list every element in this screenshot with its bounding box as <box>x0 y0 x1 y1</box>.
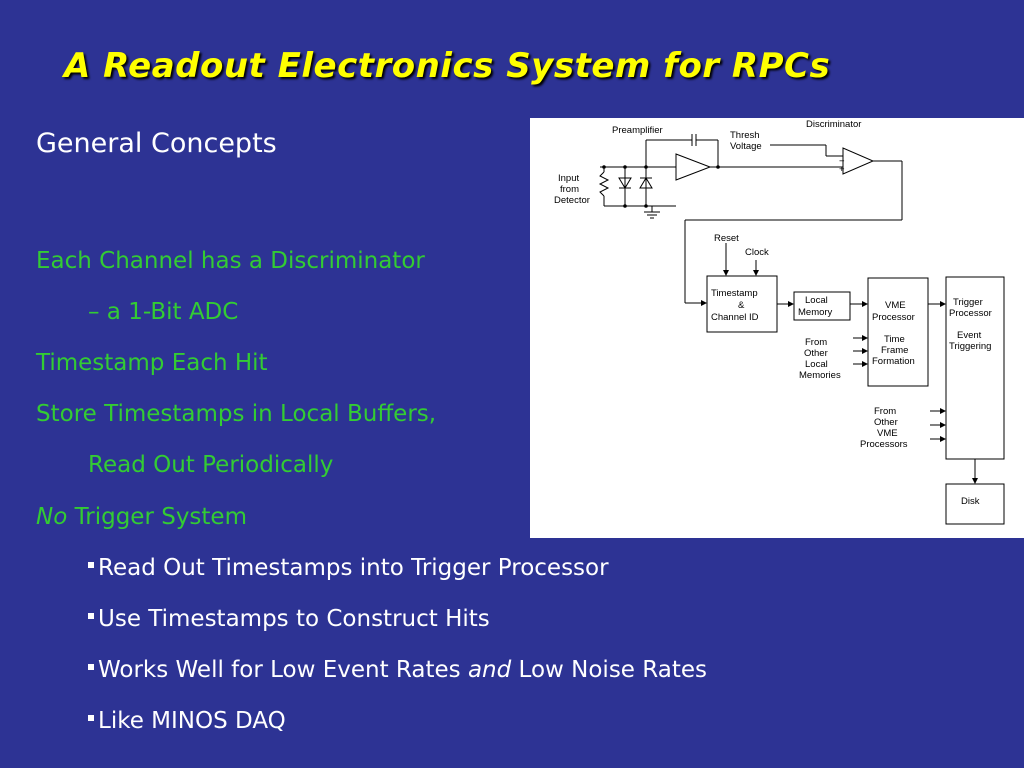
bullet-item-4: Like MINOS DAQ <box>88 708 286 734</box>
label-trigger-processor: Processor <box>949 308 992 319</box>
bullet-item-2: Use Timestamps to Construct Hits <box>88 606 490 632</box>
label-vme-2: VME <box>877 428 898 439</box>
plus-sign: + <box>839 164 845 175</box>
emphasis-no: No <box>36 504 68 530</box>
label-vme: VME <box>885 300 906 311</box>
concept-line-5: Read Out Periodically <box>88 452 334 478</box>
label-input: Input <box>558 173 579 184</box>
slide-subtitle: General Concepts <box>36 128 277 159</box>
bullet-item-3: Works Well for Low Event Rates and Low N… <box>88 657 707 683</box>
bullet-item-1: Read Out Timestamps into Trigger Process… <box>88 555 609 581</box>
bullet-icon <box>88 612 94 619</box>
bullet-icon <box>88 714 94 721</box>
label-reset: Reset <box>714 233 739 244</box>
concept-line-6: No Trigger System <box>36 504 247 530</box>
bullet-icon <box>88 663 94 670</box>
slide-title: A Readout Electronics System for RPCs <box>64 46 831 86</box>
label-time: Time <box>884 334 905 345</box>
label-from: from <box>560 184 579 195</box>
bullet-emphasis: and <box>467 657 512 683</box>
bullet-text: Use Timestamps to Construct Hits <box>98 606 490 632</box>
label-other-vme: Other <box>874 417 898 428</box>
bullet-text: Read Out Timestamps into Trigger Process… <box>98 555 609 581</box>
label-trigger: Trigger <box>953 297 983 308</box>
label-triggering: Triggering <box>949 341 991 352</box>
label-discriminator: Discriminator <box>806 119 861 130</box>
bullet-text: Works Well for Low Event Rates <box>98 657 468 683</box>
label-timestamp: Timestamp <box>711 288 758 299</box>
label-processors: Processors <box>860 439 908 450</box>
minus-sign: − <box>839 156 845 167</box>
concept-line-2: – a 1-Bit ADC <box>88 299 239 325</box>
concept-line-6-rest: Trigger System <box>67 504 247 530</box>
label-event: Event <box>957 330 982 341</box>
label-local: Local <box>805 295 828 306</box>
concept-line-1: Each Channel has a Discriminator <box>36 248 425 274</box>
label-disk: Disk <box>961 496 980 507</box>
label-frame: Frame <box>881 345 908 356</box>
concept-line-3: Timestamp Each Hit <box>36 350 268 376</box>
label-channel-id: Channel ID <box>711 312 759 323</box>
label-thresh: Thresh <box>730 130 760 141</box>
label-formation: Formation <box>872 356 915 367</box>
label-voltage: Voltage <box>730 141 762 152</box>
label-clock: Clock <box>745 247 769 258</box>
diagram-svg: − + Preamplifier Thresh Voltage Discrimi… <box>554 119 1005 525</box>
bullet-text-end: Low Noise Rates <box>511 657 707 683</box>
bullet-text: Like MINOS DAQ <box>98 708 286 734</box>
label-memory: Memory <box>798 307 833 318</box>
label-other-local: Other <box>804 348 828 359</box>
label-processor: Processor <box>872 312 915 323</box>
readout-block-diagram: − + Preamplifier Thresh Voltage Discrimi… <box>530 118 1024 538</box>
label-preamplifier: Preamplifier <box>612 125 663 136</box>
label-detector: Detector <box>554 195 590 206</box>
label-memories: Memories <box>799 370 841 381</box>
label-local-2: Local <box>805 359 828 370</box>
label-ampersand: & <box>738 300 745 311</box>
bullet-icon <box>88 561 94 568</box>
concept-line-4: Store Timestamps in Local Buffers, <box>36 401 437 427</box>
label-from-local: From <box>805 337 827 348</box>
label-from-vme: From <box>874 406 896 417</box>
